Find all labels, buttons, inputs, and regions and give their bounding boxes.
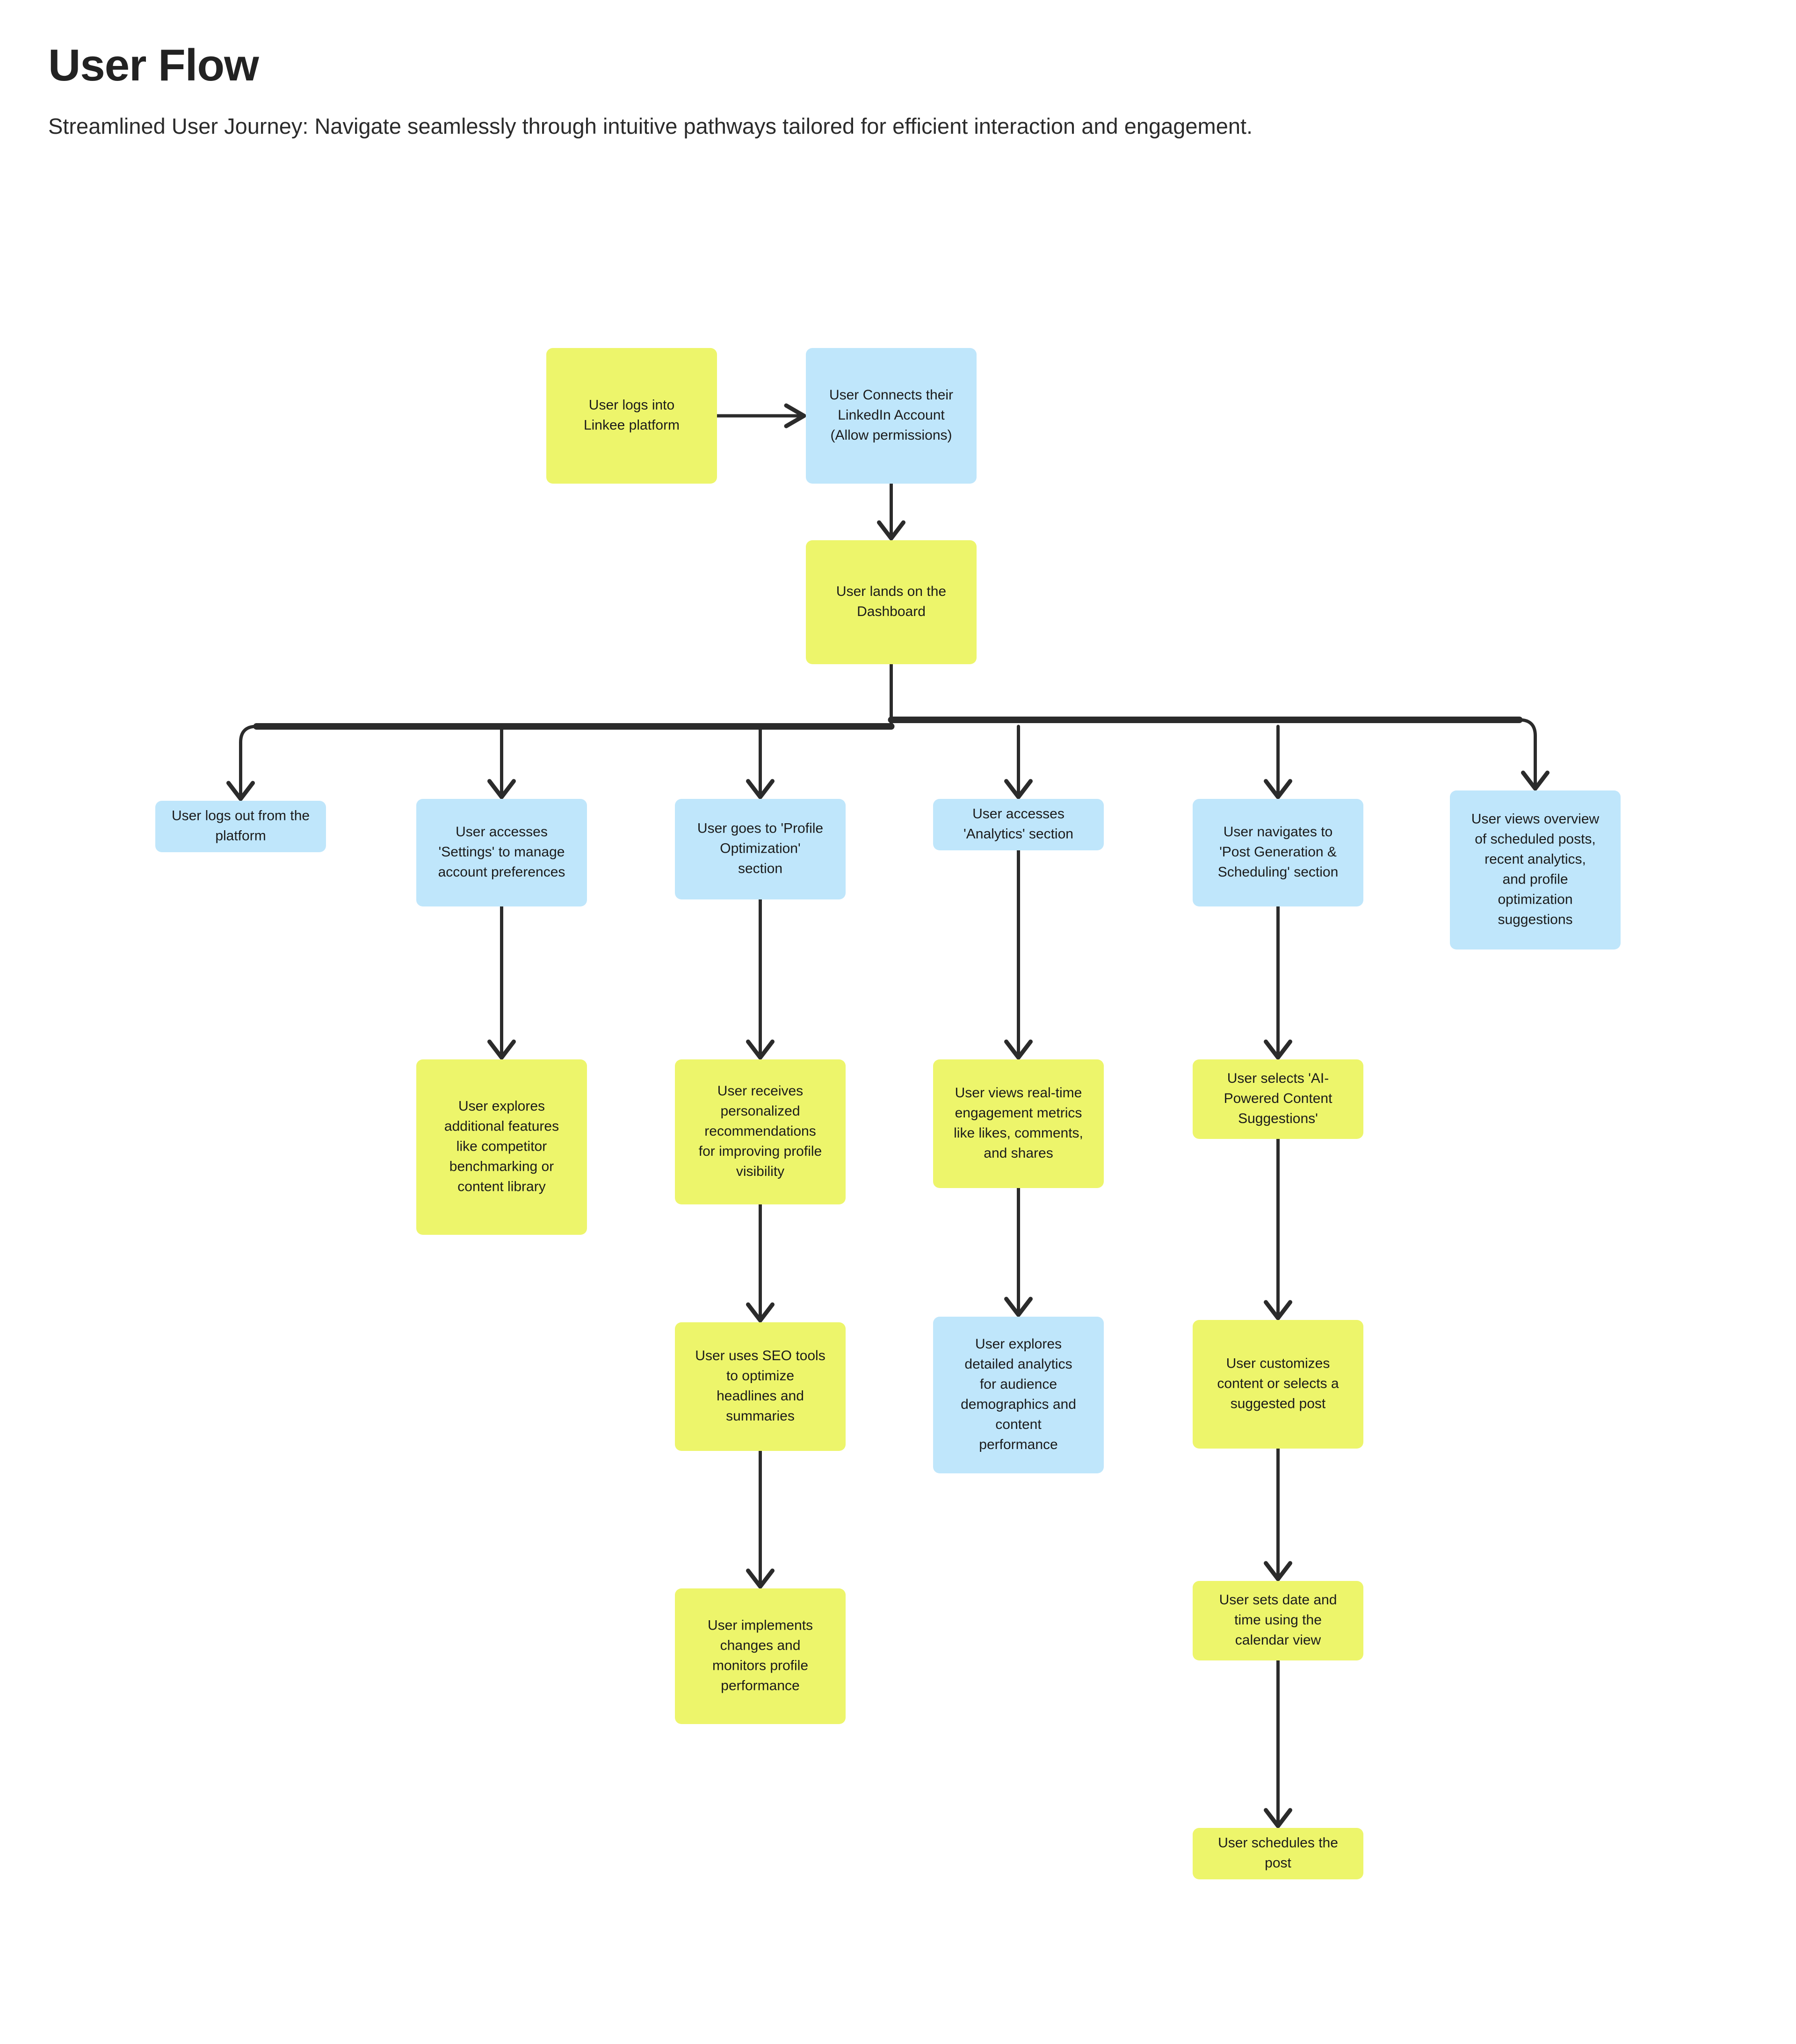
flow-node-label: User navigates to'Post Generation &Sched… — [1218, 824, 1339, 880]
flow-edge — [1264, 905, 1292, 1060]
flow-edge — [746, 1449, 775, 1589]
flow-edge — [746, 1203, 775, 1323]
flow-node-box[interactable] — [933, 1059, 1104, 1188]
flow-node-box[interactable] — [806, 348, 977, 484]
flow-edge — [1264, 1137, 1292, 1320]
flow-node-box[interactable] — [1193, 1828, 1363, 1879]
flow-edge — [746, 898, 775, 1060]
flow-node[interactable]: User navigates to'Post Generation &Sched… — [1193, 799, 1363, 906]
flow-node-box[interactable] — [675, 1059, 846, 1204]
flow-node-label: User accesses'Analytics' section — [963, 806, 1073, 841]
flow-node-box[interactable] — [546, 348, 717, 484]
flow-node-box[interactable] — [155, 801, 326, 852]
flow-node[interactable]: User accesses'Analytics' section — [933, 799, 1104, 850]
page-subtitle: Streamlined User Journey: Navigate seaml… — [48, 113, 1253, 138]
page-title: User Flow — [48, 40, 259, 90]
flow-node-box[interactable] — [806, 540, 977, 664]
flow-node-box[interactable] — [675, 1322, 846, 1451]
flow-node-box[interactable] — [1450, 790, 1621, 950]
flow-node-box[interactable] — [1193, 1581, 1363, 1660]
flow-branch-edges — [226, 662, 1550, 801]
flow-node-box[interactable] — [933, 799, 1104, 850]
flow-node-box[interactable] — [1193, 1320, 1363, 1449]
edges-layer — [226, 403, 1550, 1828]
flow-node-box[interactable] — [416, 1059, 587, 1235]
flow-node-box[interactable] — [675, 1588, 846, 1724]
flow-node-box[interactable] — [416, 799, 587, 906]
flow-edge — [1264, 1447, 1292, 1581]
flow-node-box[interactable] — [675, 799, 846, 899]
flow-node-box[interactable] — [1193, 1059, 1363, 1139]
flow-edge — [487, 905, 516, 1060]
flow-edge — [877, 482, 905, 541]
flow-edge — [1004, 848, 1033, 1060]
flow-edge — [1004, 1186, 1033, 1317]
flow-edge — [1264, 1659, 1292, 1828]
flow-edge — [715, 403, 806, 428]
page-header: User Flow Streamlined User Journey: Navi… — [48, 42, 1405, 142]
flow-node-box[interactable] — [933, 1317, 1104, 1473]
flow-node-box[interactable] — [1193, 799, 1363, 906]
